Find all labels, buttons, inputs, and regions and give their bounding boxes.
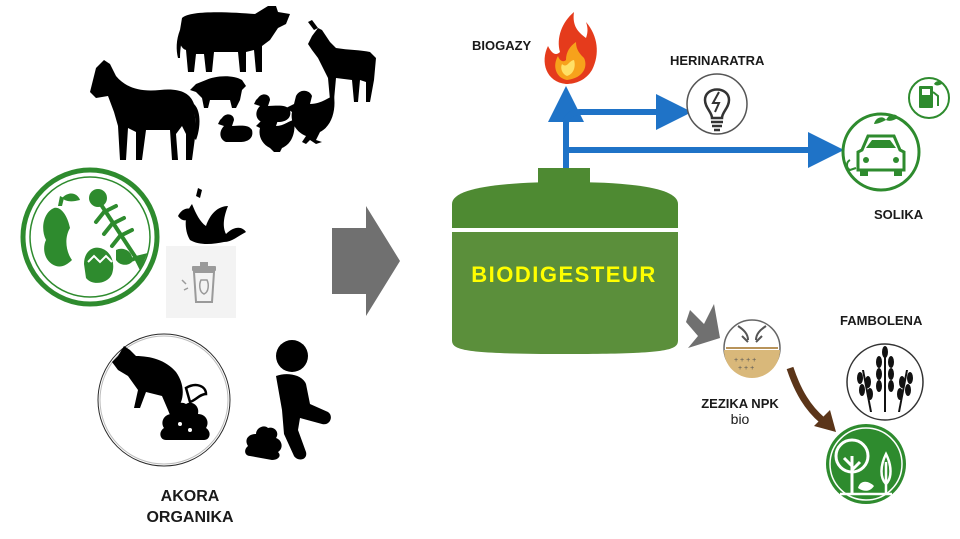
biogas-label: BIOGAZY [472, 38, 532, 53]
poop-icon [160, 402, 210, 440]
fuel-pump-icon [908, 77, 950, 119]
horse-icon [90, 60, 200, 160]
apple-core-icon [43, 193, 80, 267]
trash-bin-icon [166, 246, 236, 318]
biodigester-tank [452, 168, 678, 354]
chicken-icon [256, 90, 335, 152]
wheat-icon [846, 343, 924, 421]
fertilizer-label: ZEZIKA NPK [701, 396, 779, 411]
biogas-flow [548, 86, 844, 168]
light-bulb-icon [686, 73, 748, 135]
duck-icon [218, 94, 291, 142]
soil-icon: + + + + + + + [723, 319, 781, 378]
organic-material-label-line1: AKORA [160, 488, 220, 505]
dog-pooping-icon [112, 346, 208, 420]
fertilizer-sublabel: bio [730, 411, 750, 427]
eggshell-icon [84, 247, 133, 283]
input-arrow [332, 206, 400, 316]
poop-icon [245, 426, 282, 460]
banana-peel-icon [178, 188, 246, 244]
svg-text:+ + +: + + + [738, 365, 754, 372]
person-on-toilet-icon [276, 340, 331, 460]
tree-icon [826, 424, 906, 504]
electric-car-icon [841, 112, 921, 192]
fuel-label: SOLIKA [874, 207, 924, 222]
agriculture-label: FAMBOLENA [840, 313, 923, 328]
fish-bone-icon [94, 198, 148, 271]
organic-waste-circle [20, 167, 160, 307]
cow-icon [176, 6, 290, 72]
fertilizer-arrow [686, 304, 720, 348]
pig-icon [190, 76, 246, 108]
electricity-label: HERINARATRA [670, 53, 765, 68]
svg-text:+ + + +: + + + + [734, 357, 756, 364]
organic-material-label-line2: ORGANIKA [146, 509, 234, 526]
agriculture-arrow [786, 366, 836, 432]
goat-icon [308, 20, 376, 102]
flame-icon [544, 12, 597, 84]
biodigester-title: BIODIGESTEUR [471, 262, 657, 287]
fish-head-icon [89, 189, 107, 207]
